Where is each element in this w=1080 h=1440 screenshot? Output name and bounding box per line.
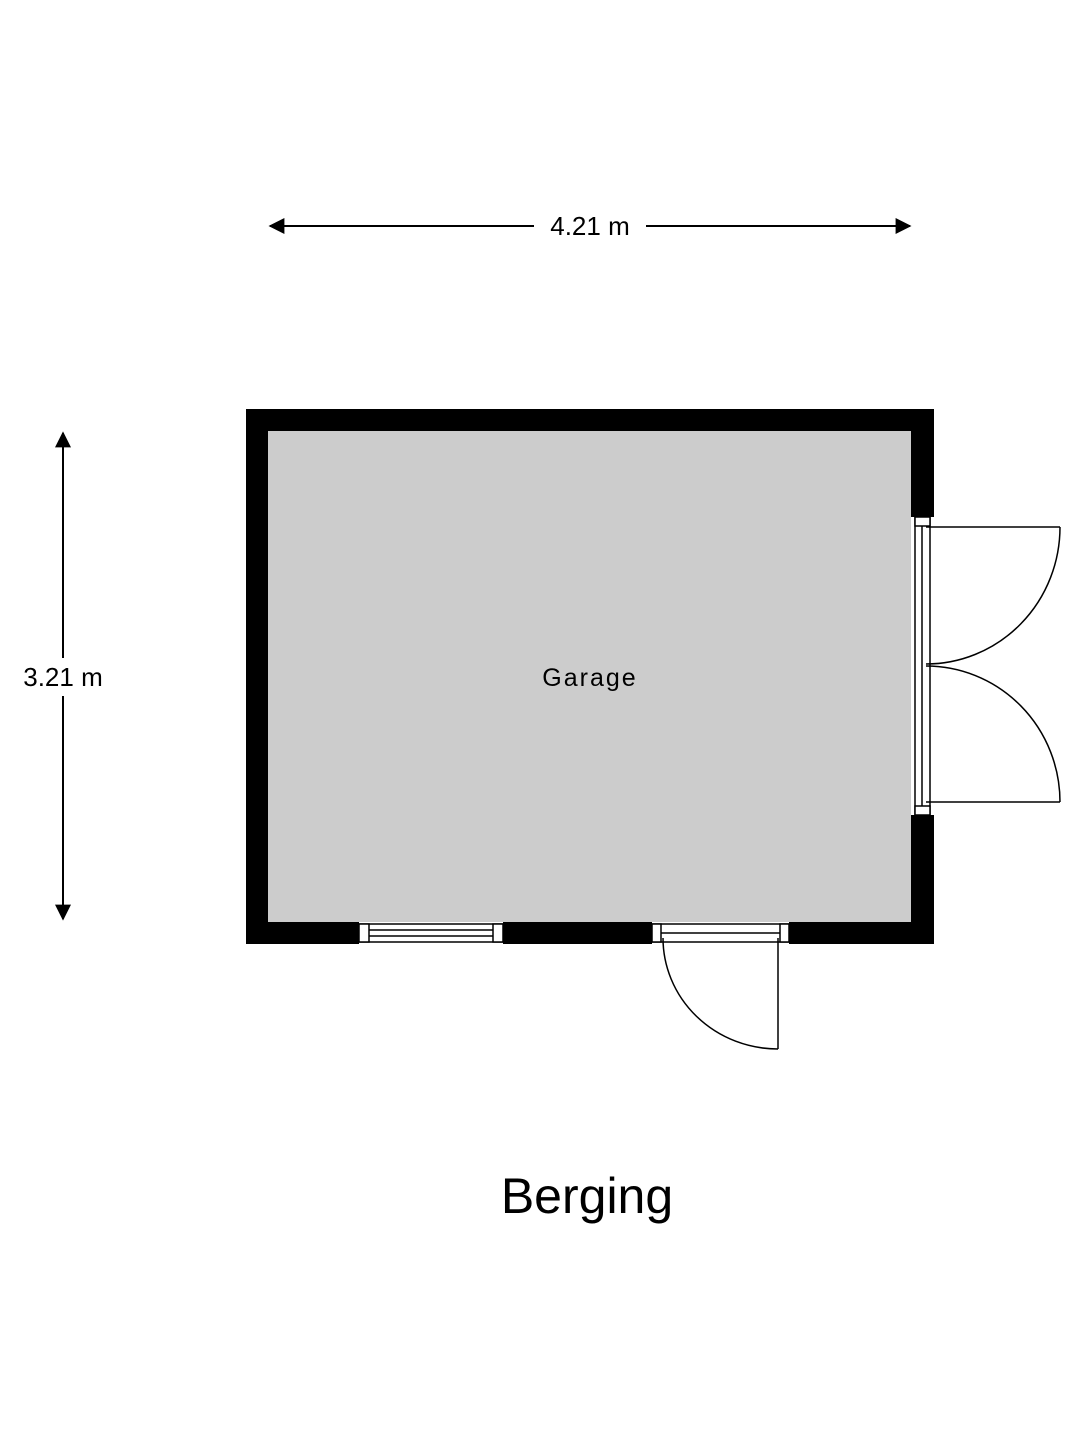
door-swing-arc [662, 937, 779, 1050]
width-dimension: 4.21 m [268, 211, 912, 241]
garage-floor [268, 431, 911, 922]
double-door-arc-top [925, 526, 1061, 665]
door-jamb-left [651, 923, 662, 943]
double-door-jamb-top [914, 516, 931, 527]
wall-bottom-right [789, 922, 934, 944]
plan-title: Berging [501, 1168, 673, 1224]
wall-right-upper [911, 409, 934, 517]
window-bottom [358, 923, 504, 943]
room-label-garage: Garage [542, 664, 637, 692]
window-jamb-left [358, 923, 370, 943]
door-bottom [651, 923, 790, 1050]
wall-top [246, 409, 934, 431]
depth-dimension: 3.21 m [23, 431, 103, 921]
wall-right-lower [911, 815, 934, 944]
wall-bottom-left [246, 922, 359, 944]
window-jamb-right [492, 923, 504, 943]
double-door-arc-bottom [925, 665, 1061, 803]
door-right-double [914, 516, 1061, 816]
width-dimension-label: 4.21 m [550, 211, 630, 241]
window-frame [358, 923, 504, 943]
door-jamb-right [779, 923, 790, 943]
double-door-jamb-bottom [914, 805, 931, 816]
wall-left [246, 409, 268, 944]
walls [246, 409, 934, 944]
depth-dimension-label: 3.21 m [23, 662, 103, 692]
wall-bottom-middle [503, 922, 652, 944]
